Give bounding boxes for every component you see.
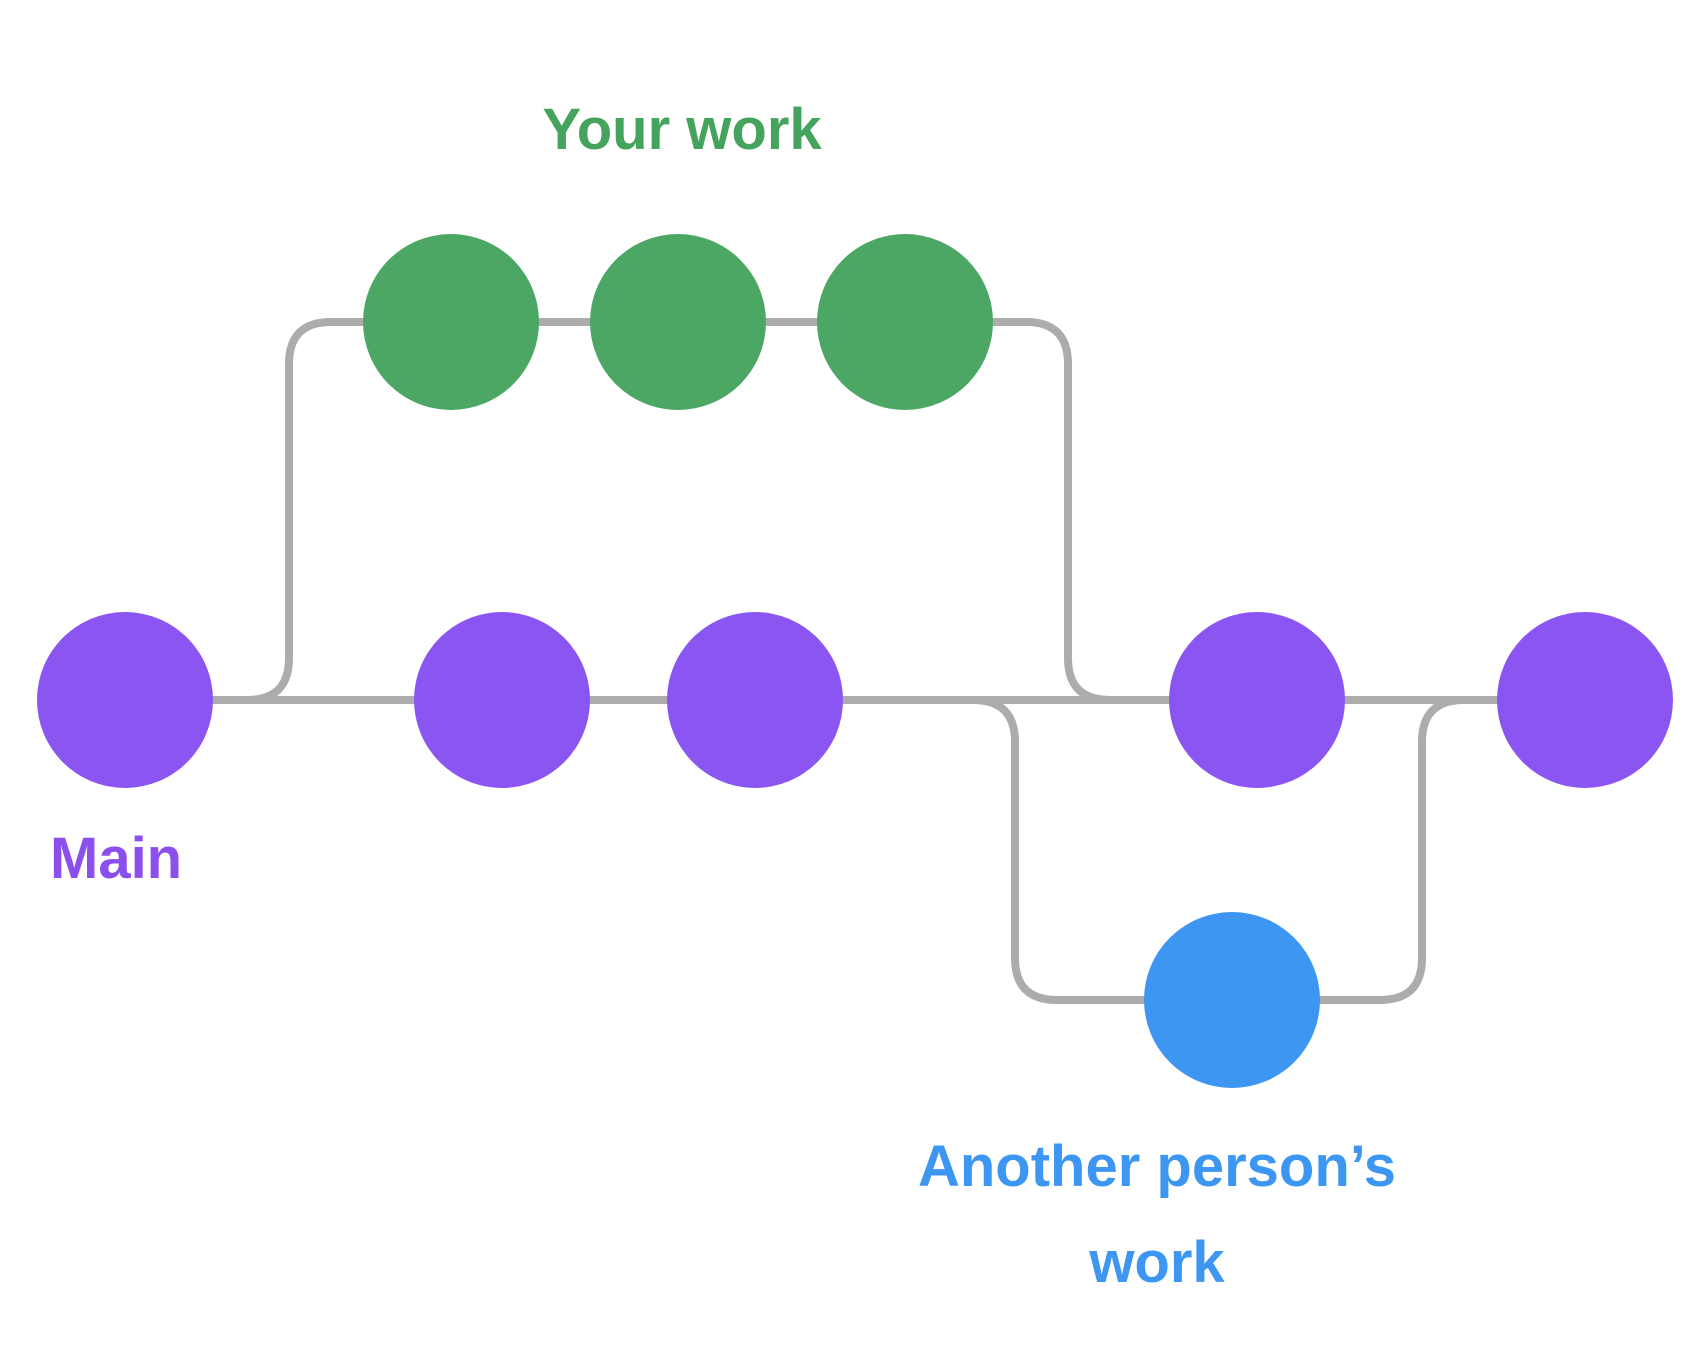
commit-node-main — [414, 612, 590, 788]
your-work-label: Your work — [542, 97, 822, 162]
commit-node-main — [37, 612, 213, 788]
commit-node-main — [1497, 612, 1673, 788]
commit-node-main — [667, 612, 843, 788]
commit-node-yours — [817, 234, 993, 410]
another-person-work-label: Another person’s work — [917, 1134, 1397, 1295]
commit-node-yours — [590, 234, 766, 410]
main-branch-label: Main — [50, 826, 183, 891]
commit-node-main — [1169, 612, 1345, 788]
commit-node-yours — [363, 234, 539, 410]
commit-nodes — [37, 234, 1673, 1088]
commit-node-theirs — [1144, 912, 1320, 1088]
